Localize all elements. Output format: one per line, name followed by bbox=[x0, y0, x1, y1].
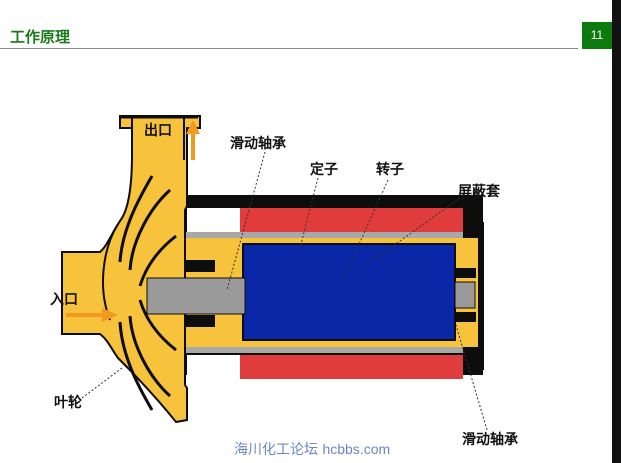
impeller-vane-1 bbox=[118, 175, 154, 263]
outlet-label: 出口 bbox=[144, 123, 172, 139]
rotor-label: 转子 bbox=[376, 162, 404, 178]
stator-gap-bottom bbox=[187, 355, 240, 379]
forum-watermark: 海川化工论坛 hcbbs.com bbox=[234, 439, 390, 459]
leader-impeller bbox=[81, 367, 123, 399]
rear-shaft-end bbox=[454, 281, 476, 309]
impeller-vane-2 bbox=[128, 188, 172, 271]
outlet-pipe bbox=[132, 118, 184, 160]
shaft bbox=[146, 277, 246, 315]
leader-rotor bbox=[341, 179, 389, 283]
stator-bottom bbox=[240, 355, 463, 379]
rear-bearing-bottom bbox=[456, 312, 476, 322]
inlet-label: 入口 bbox=[50, 292, 78, 308]
shield-sleeve-top bbox=[183, 232, 463, 238]
inlet-flow-arrow bbox=[66, 308, 118, 322]
rear-bearing-top bbox=[456, 268, 476, 278]
bearing-bottom-label: 滑动轴承 bbox=[462, 432, 518, 448]
impeller-vane-3 bbox=[138, 234, 177, 287]
shield-sleeve-label: 屏蔽套 bbox=[458, 184, 500, 200]
leader-stator bbox=[299, 177, 319, 249]
impeller-label: 叶轮 bbox=[54, 395, 82, 411]
impeller-vane-5 bbox=[128, 315, 172, 398]
page-number-badge: 11 bbox=[582, 22, 612, 49]
front-bearing-bottom bbox=[183, 315, 215, 327]
rotor bbox=[242, 243, 456, 341]
right-edge-bar bbox=[612, 0, 621, 463]
watermark-url: hcbbs.com bbox=[322, 441, 391, 457]
shield-sleeve-bottom bbox=[183, 347, 463, 353]
title-divider bbox=[0, 48, 578, 49]
stator-gap-top bbox=[187, 208, 240, 232]
slide-title: 工作原理 bbox=[10, 28, 71, 46]
outlet-flow-arrow bbox=[186, 120, 200, 160]
bearing-top-label: 滑动轴承 bbox=[230, 136, 286, 152]
leader-shield-sleeve bbox=[367, 197, 461, 265]
impeller-vane-6 bbox=[138, 299, 177, 352]
front-bearing-top bbox=[183, 260, 215, 272]
stator-label: 定子 bbox=[310, 162, 338, 178]
watermark-name: 海川化工论坛 bbox=[234, 442, 318, 458]
leader-lines bbox=[81, 151, 488, 431]
impeller-vane-4 bbox=[118, 321, 154, 411]
stator-top bbox=[240, 208, 463, 232]
